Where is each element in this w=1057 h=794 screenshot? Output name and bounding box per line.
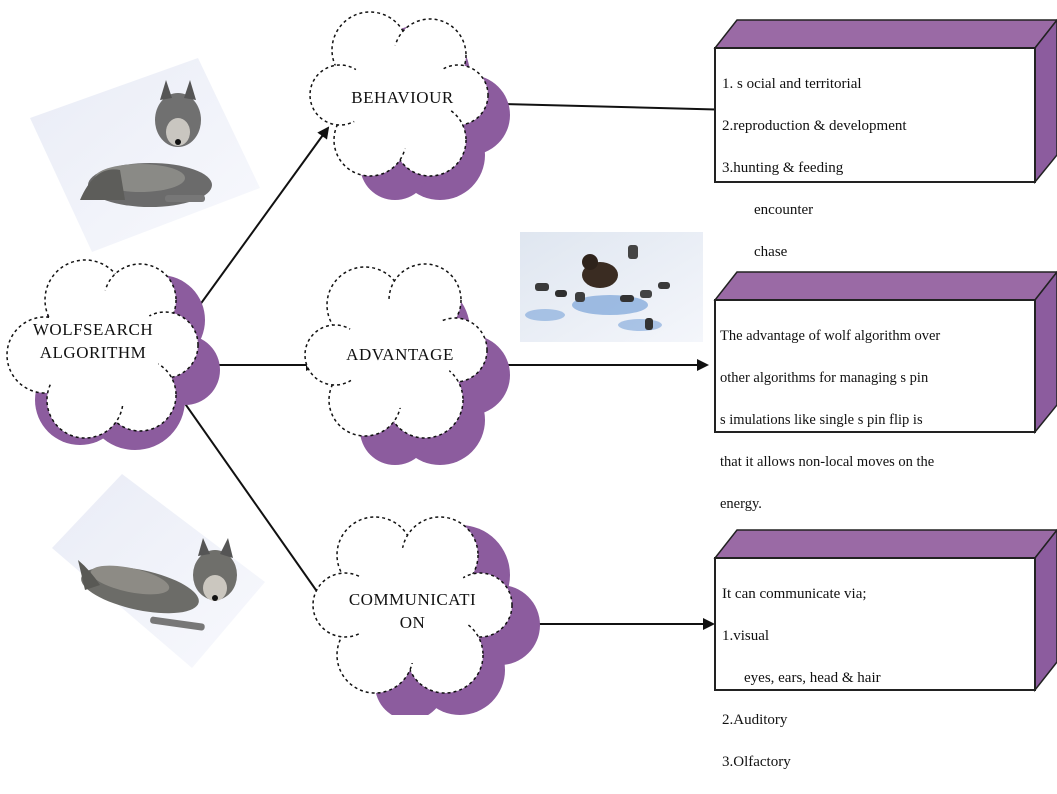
lying-wolf-photo-top [30,58,260,252]
behaviour-line: encounter [754,202,814,218]
advantage-line: s imulations like single s pin flip is [720,412,923,428]
cloud-advantage [304,263,510,465]
communication-line: It can communicate via; [722,586,867,602]
communication-line: 1.visual [722,628,770,644]
communication-box-text: It can communicate via; 1.visual eyes, e… [722,563,1032,794]
cloud-root [6,259,220,450]
advantage-line: energy. [720,496,762,512]
behaviour-box-text: 1. s ocial and territorial 2.reproductio… [722,53,1032,284]
mind-map-diagram: WOLFSEARCH ALGORITHM BEHAVIOUR ADVANTAGE… [6,11,1057,770]
box-communication [713,528,1057,693]
advantage-label: ADVANTAGE [346,345,454,364]
communication-line: 2.Auditory [722,712,788,728]
root-label: WOLFSEARCH ALGORITHM [32,320,154,362]
advantage-line: that it allows non-local moves on the [720,454,935,470]
behaviour-line: chase [754,244,788,260]
arrow-behaviour-to-box [464,102,737,116]
communication-label: COMMUNICATI ON [348,590,477,632]
cloud-communication [312,516,540,715]
box-behaviour [713,18,1057,185]
communication-line: eyes, ears, head & hair [744,670,881,686]
diagram-canvas [6,11,1057,715]
wolf-pack-photo [520,232,703,342]
communication-line: 3.Olfactory [722,754,791,770]
behaviour-line: 3.hunting & feeding [722,160,844,176]
behaviour-line: 2.reproduction & development [722,118,907,134]
advantage-box-text: The advantage of wolf algorithm over oth… [720,305,1033,536]
box-advantage [713,270,1057,435]
advantage-line: The advantage of wolf algorithm over [720,328,941,344]
lying-wolf-photo-bottom [52,474,265,668]
advantage-line: other algorithms for managing s pin [720,370,929,386]
behaviour-line: 1. s ocial and territorial [722,76,862,92]
cloud-behaviour [309,11,510,200]
arrow-root-to-communication [159,367,332,612]
behaviour-label: BEHAVIOUR [351,88,454,107]
